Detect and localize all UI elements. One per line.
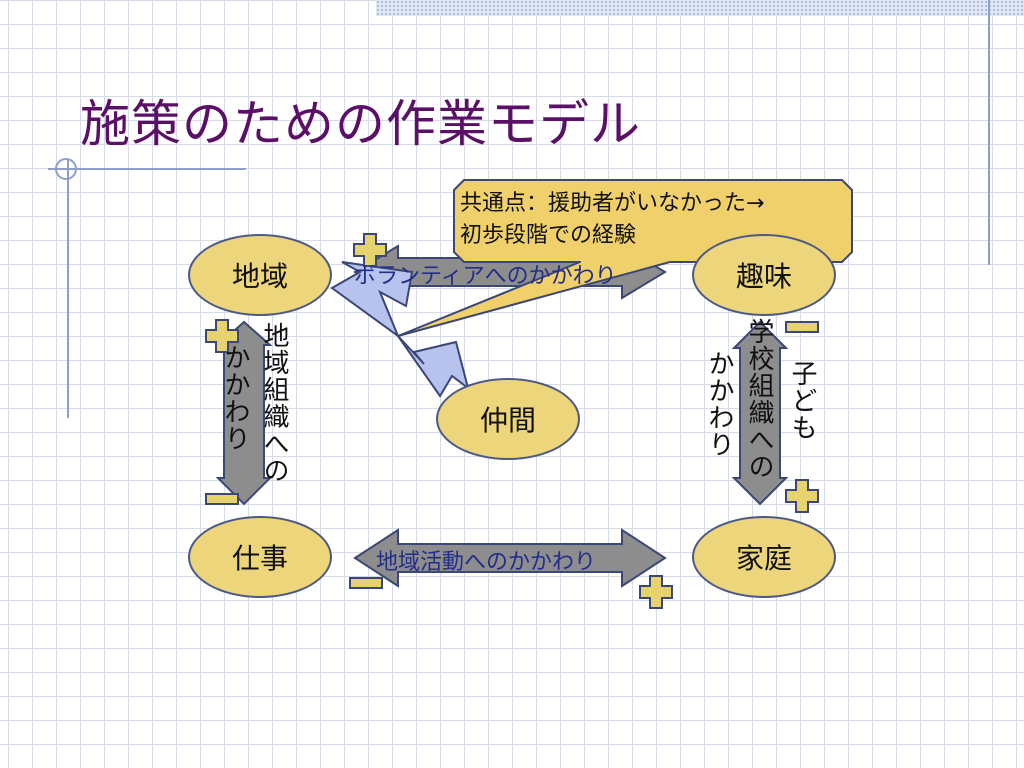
frame-line-title	[48, 168, 246, 170]
callout-line-2: 初歩段階での経験	[460, 223, 637, 248]
arrow-label-community-org-kakawari: かかわり	[220, 344, 250, 452]
header-band	[376, 0, 1024, 16]
node-shigoto: 仕事	[188, 516, 332, 598]
arrow-school-org	[731, 320, 789, 506]
node-chiiki: 地域	[188, 234, 332, 316]
frame-line-left	[67, 160, 69, 418]
arrow-label-school-org-kakawari: かかわり	[704, 350, 734, 458]
callout-bubble	[397, 179, 853, 337]
frame-line-right	[988, 0, 990, 265]
arrow-label-children: 子ども	[787, 360, 817, 441]
minus-sign-bottom	[349, 577, 383, 589]
slide-title: 施策のための作業モデル	[80, 95, 641, 153]
arrow-label-volunteer: ボランティアへのかかわり	[354, 264, 617, 289]
callout-text: 共通点：援助者がいなかった→ 初歩段階での経験	[460, 188, 850, 252]
arrow-label-school-org: 学校組織への	[744, 318, 774, 480]
plus-sign-top-left	[353, 233, 387, 267]
plus-sign-bottom	[639, 575, 673, 609]
arrow-label-community-org: 地域組織への	[259, 322, 289, 484]
node-shumi: 趣味	[692, 234, 836, 316]
pointer-arrow-lower	[397, 335, 470, 398]
arrow-community-activity	[353, 528, 667, 588]
arrow-label-community-activity: 地域活動へのかかわり	[376, 550, 597, 575]
plus-sign-left	[205, 319, 239, 353]
frame-ring	[55, 158, 77, 180]
node-katei: 家庭	[692, 516, 836, 598]
minus-sign-left	[205, 493, 239, 505]
node-nakama: 仲間	[436, 378, 580, 460]
callout-line-1: 共通点：援助者がいなかった→	[460, 191, 765, 216]
plus-sign-right	[785, 479, 819, 513]
minus-sign-right	[785, 321, 819, 333]
